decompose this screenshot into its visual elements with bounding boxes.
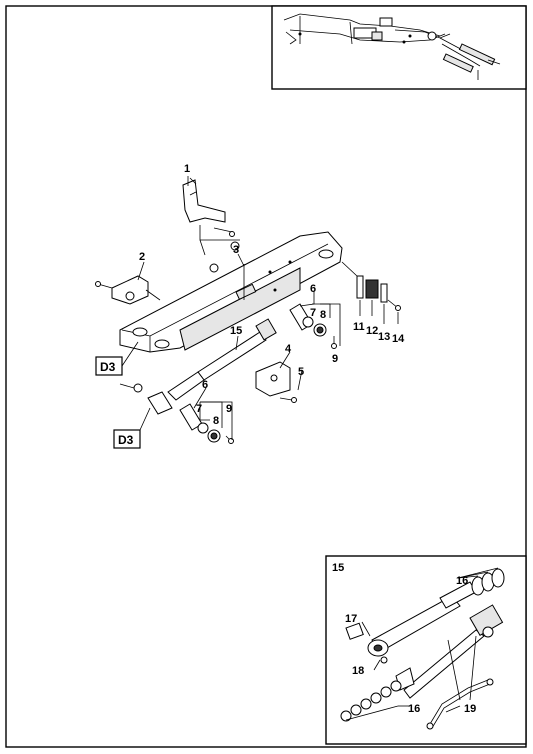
callout-part-2: 2 (139, 251, 145, 263)
callout-part-5: 5 (298, 366, 304, 378)
callout-part-3: 3 (233, 244, 239, 256)
callout-part-6-upper: 6 (310, 283, 316, 295)
callout-part-7-upper: 7 (310, 307, 316, 319)
callout-part-8-lower: 8 (213, 415, 219, 427)
callout-part-8-upper: 8 (320, 309, 326, 321)
overview-inset (271, 5, 527, 90)
callout-part-7-lower: 7 (196, 403, 202, 415)
reference-box-d3-bottom: D3 (113, 429, 141, 449)
callout-part-9-lower: 9 (226, 403, 232, 415)
callout-part-15: 15 (230, 325, 242, 337)
callout-part-1: 1 (184, 163, 190, 175)
callout-part-11: 11 (353, 321, 365, 333)
cylinder-detail-inset (325, 555, 527, 745)
callout-part-16-upper: 16 (456, 575, 468, 587)
callout-part-18: 18 (352, 665, 364, 677)
detail-inset-title: 15 (332, 562, 344, 574)
callout-part-9-upper: 9 (332, 353, 338, 365)
reference-label-d3-bottom: D3 (118, 433, 134, 447)
main-exploded-view (95, 176, 401, 444)
callout-part-14: 14 (392, 333, 405, 345)
page-border (5, 5, 527, 748)
reference-label-d3-top: D3 (100, 360, 116, 374)
callout-part-19: 19 (464, 703, 476, 715)
reference-box-d3-top: D3 (95, 356, 123, 376)
callout-part-16-lower: 16 (408, 703, 420, 715)
callout-part-4: 4 (285, 343, 292, 355)
callout-part-17: 17 (345, 613, 357, 625)
callout-part-6-lower: 6 (202, 379, 208, 391)
callout-part-12: 12 (366, 325, 378, 337)
callout-part-13: 13 (378, 331, 390, 343)
